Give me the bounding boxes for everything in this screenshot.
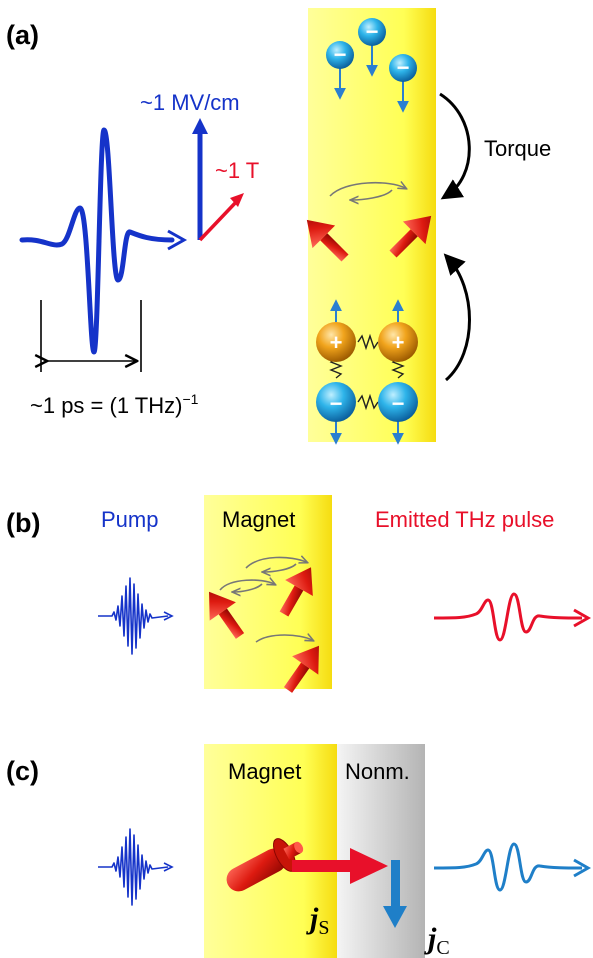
field-vectors: [192, 118, 244, 242]
charge-current-arrow: [383, 860, 407, 928]
pump-label: Pump: [101, 507, 158, 532]
panel-b-magnet-label: Magnet: [222, 507, 295, 532]
panel-c-emitted-pulse: [433, 842, 592, 892]
panel-a-label: (a): [6, 20, 39, 50]
emitted-pulse-label: Emitted THz pulse: [375, 507, 554, 532]
panel-c-label: (c): [6, 756, 39, 786]
svg-text:−: −: [334, 42, 347, 67]
emitted-thz-pulse: [433, 592, 592, 642]
negative-ion: −: [316, 382, 356, 422]
negative-ion-cluster: − − −: [326, 18, 417, 113]
b-field-label: ~1 T: [215, 158, 259, 183]
magnetization-rod: [226, 838, 304, 892]
panel-a-thz-waveform: [19, 127, 188, 355]
svg-text:−: −: [392, 391, 405, 416]
panel-b-spins: [209, 557, 319, 693]
spin-arrow: [209, 591, 245, 639]
svg-text:−: −: [397, 55, 410, 80]
nonmagnet-label: Nonm.: [345, 759, 410, 784]
svg-text:+: +: [330, 330, 343, 355]
js-label: jS: [306, 902, 329, 939]
panel-b-label: (b): [6, 508, 40, 538]
panel-b-pump-pulse: [98, 577, 174, 655]
panel-c-pump-pulse: [98, 828, 174, 906]
positive-ion: +: [378, 322, 418, 362]
spin-arrow: [279, 567, 313, 617]
svg-text:+: +: [392, 330, 405, 355]
duration-marker: [41, 300, 142, 372]
negative-ion: −: [389, 54, 417, 113]
ion-lattice: + + − −: [316, 299, 418, 445]
panel-a-spins: [306, 183, 432, 262]
negative-ion: −: [326, 41, 354, 100]
panel-c-magnet-label: Magnet: [228, 759, 301, 784]
duration-label: ~1 ps = (1 THz)−1: [30, 391, 199, 418]
torque-arrows: [439, 92, 471, 382]
svg-text:−: −: [330, 391, 343, 416]
negative-ion: −: [358, 18, 386, 77]
spin-current-arrow: [292, 848, 388, 884]
spin-arrow: [389, 215, 432, 258]
negative-ion: −: [378, 382, 418, 422]
e-field-label: ~1 MV/cm: [140, 90, 240, 115]
torque-label: Torque: [484, 136, 551, 161]
jc-label: jC: [424, 922, 450, 958]
svg-text:−: −: [366, 19, 379, 44]
spin-arrow: [283, 645, 319, 693]
spin-arrow: [306, 219, 349, 262]
positive-ion: +: [316, 322, 356, 362]
